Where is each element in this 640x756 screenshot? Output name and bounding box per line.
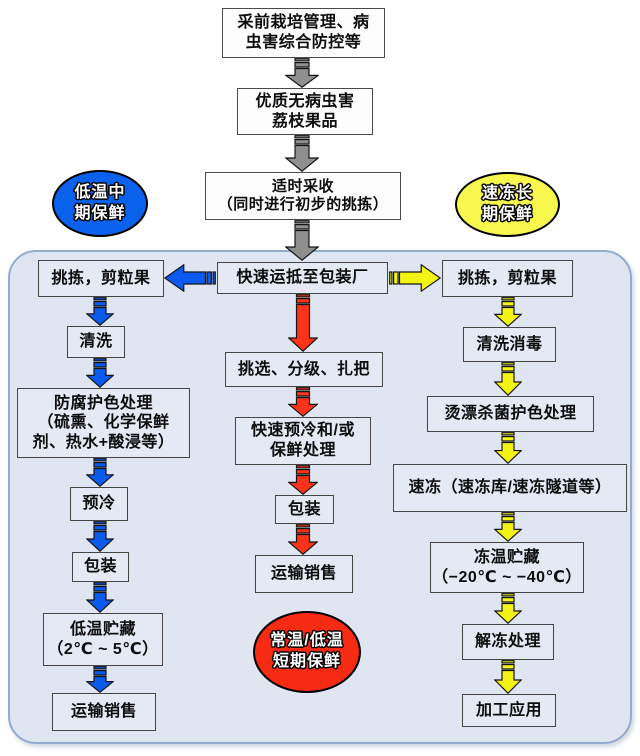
arrow-down-icon: [285, 58, 319, 88]
arrow-down-icon: [494, 297, 522, 327]
pre-harvest-management-box: 采前栽培管理、病 虫害综合防控等: [222, 8, 385, 58]
left-precooling-box: 预冷: [70, 487, 128, 521]
arrow-down-icon: [494, 362, 522, 396]
left-washing-box: 清洗: [67, 326, 125, 358]
arrow-down-icon: [494, 432, 522, 464]
left-packaging-box: 包装: [72, 552, 129, 582]
arrow-down-icon: [285, 135, 319, 172]
arrow-down-icon: [288, 387, 318, 417]
right-quick-freeze-box: 速冻（速冻库/速冻隧道等）: [393, 464, 627, 512]
arrow-down-icon: [285, 220, 319, 261]
right-processing-box: 加工应用: [462, 694, 556, 727]
arrow-down-icon: [86, 458, 114, 487]
quick-freeze-long-term-ellipse: 速冻长 期保鲜: [455, 172, 560, 237]
right-frozen-storage-box: 冻温贮藏 （−20℃ ~ −40℃）: [430, 542, 584, 593]
arrow-down-icon: [494, 593, 522, 624]
left-anticorrosion-box: 防腐护色处理 （硫熏、化学保鲜 剂、热水+酸浸等）: [17, 388, 190, 458]
center-transport-sales-box: 运输销售: [255, 555, 353, 593]
arrow-left-icon: [164, 264, 216, 292]
arrow-down-icon: [288, 294, 318, 352]
right-blanching-box: 烫漂杀菌护色处理: [427, 396, 594, 432]
left-cold-storage-box: 低温贮藏 （2℃ ~ 5℃）: [43, 613, 163, 666]
hub-transport-to-packing-box: 快速运抵至包装厂: [217, 262, 388, 294]
left-sorting-box: 挑拣，剪粒果: [38, 260, 164, 297]
right-thawing-box: 解冻处理: [462, 624, 554, 660]
arrow-right-icon: [389, 264, 441, 292]
arrow-down-icon: [86, 582, 114, 613]
right-sorting-box: 挑拣，剪粒果: [442, 260, 573, 297]
right-wash-disinfect-box: 清洗消毒: [463, 327, 556, 362]
arrow-down-icon: [86, 358, 114, 388]
center-grading-box: 挑选、分级、扎把: [225, 352, 383, 387]
arrow-down-icon: [86, 521, 114, 552]
arrow-down-icon: [288, 524, 318, 555]
arrow-down-icon: [288, 465, 318, 495]
arrow-down-icon: [86, 666, 114, 693]
quality-fruit-box: 优质无病虫害 荔枝果品: [237, 88, 373, 135]
arrow-down-icon: [494, 660, 522, 694]
center-packaging-box: 包装: [275, 495, 334, 524]
arrow-down-icon: [86, 297, 114, 326]
short-term-preservation-ellipse: 常温/低温 短期保鲜: [253, 611, 361, 693]
low-temp-mid-term-ellipse: 低温中 期保鲜: [52, 170, 148, 237]
timely-harvest-box: 适时采收 （同时进行初步的挑拣）: [205, 172, 401, 220]
left-transport-sales-box: 运输销售: [52, 693, 156, 731]
arrow-down-icon: [494, 512, 522, 542]
center-precool-preserve-box: 快速预冷和/或 保鲜处理: [235, 417, 371, 465]
